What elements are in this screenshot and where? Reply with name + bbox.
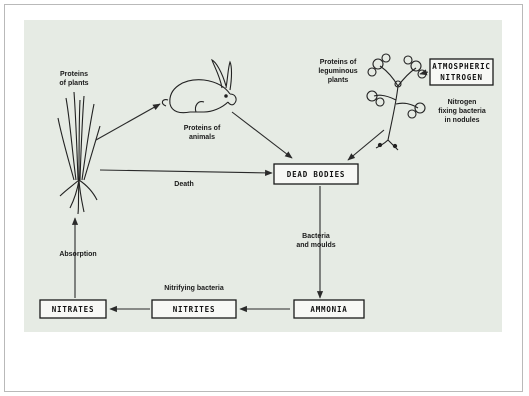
svg-text:plants: plants xyxy=(328,77,349,84)
dead-bodies-box: DEAD BODIES xyxy=(273,163,359,185)
svg-text:and moulds: and moulds xyxy=(296,242,335,249)
svg-text:NITRATES: NITRATES xyxy=(52,305,95,314)
svg-text:Nitrogen: Nitrogen xyxy=(448,99,477,106)
label-nitrogen-fixing-bacteria: Nitrogen fixing bacteria in nodules xyxy=(438,99,486,124)
arrow-animals-to-dead-bodies xyxy=(231,111,293,159)
svg-text:NITRITES: NITRITES xyxy=(173,305,216,314)
arrow-atmospheric-nitrogen-to-legumes xyxy=(419,69,429,76)
label-proteins-of-plants: Proteins of plants xyxy=(59,71,88,87)
label-absorption: Absorption xyxy=(59,251,96,258)
label-bacteria-and-moulds: Bacteria and moulds xyxy=(296,233,335,249)
label-death: Death xyxy=(174,181,193,188)
svg-text:Bacteria: Bacteria xyxy=(302,233,330,240)
rabbit-icon xyxy=(161,58,237,114)
arrow-legumes-to-dead-bodies xyxy=(347,129,385,161)
label-proteins-of-leguminous-plants: Proteins of leguminous plants xyxy=(318,59,357,84)
svg-text:animals: animals xyxy=(189,134,215,141)
svg-text:DEAD BODIES: DEAD BODIES xyxy=(287,170,345,179)
label-nitrifying-bacteria: Nitrifying bacteria xyxy=(164,285,224,292)
atmospheric-nitrogen-box: ATMOSPHERIC NITROGEN xyxy=(429,58,494,86)
svg-text:of plants: of plants xyxy=(59,80,88,87)
svg-text:Proteins of: Proteins of xyxy=(184,125,221,132)
svg-text:fixing bacteria: fixing bacteria xyxy=(438,108,486,115)
svg-text:AMMONIA: AMMONIA xyxy=(310,305,347,314)
nitrites-box: NITRITES xyxy=(151,299,237,319)
svg-text:Proteins: Proteins xyxy=(60,71,88,78)
grass-plant-icon xyxy=(57,91,101,215)
arrow-plants-to-dead-bodies xyxy=(99,169,273,176)
arrow-plants-to-animals xyxy=(95,103,161,141)
svg-text:NITROGEN: NITROGEN xyxy=(440,73,483,82)
svg-text:in nodules: in nodules xyxy=(445,117,480,124)
label-proteins-of-animals: Proteins of animals xyxy=(184,125,221,141)
nitrates-box: NITRATES xyxy=(39,299,107,319)
ammonia-box: AMMONIA xyxy=(293,299,365,319)
svg-text:ATMOSPHERIC: ATMOSPHERIC xyxy=(432,62,490,71)
svg-text:leguminous: leguminous xyxy=(318,68,357,75)
svg-text:Proteins of: Proteins of xyxy=(320,59,357,66)
leguminous-plant-icon xyxy=(366,53,427,151)
